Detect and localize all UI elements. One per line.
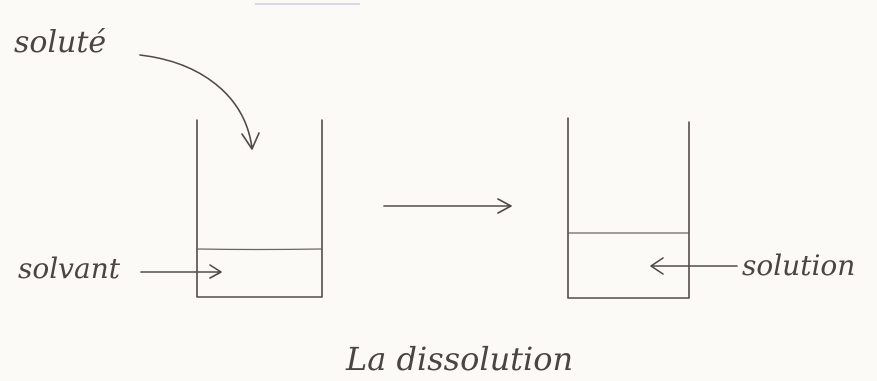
beaker-before	[196, 119, 323, 298]
solute-label: soluté	[14, 25, 106, 60]
process-arrow	[383, 198, 512, 214]
beaker-after	[567, 117, 690, 299]
solute-arrow	[139, 54, 260, 150]
solvent-surface	[197, 248, 322, 251]
beaker-after-outline	[567, 117, 690, 299]
solvent-label: solvant	[18, 252, 121, 285]
solution-arrow	[650, 257, 738, 275]
beaker-before-outline	[196, 119, 323, 298]
solution-label: solution	[742, 249, 855, 282]
caption: La dissolution	[345, 340, 573, 378]
solvent-arrow	[140, 264, 222, 279]
